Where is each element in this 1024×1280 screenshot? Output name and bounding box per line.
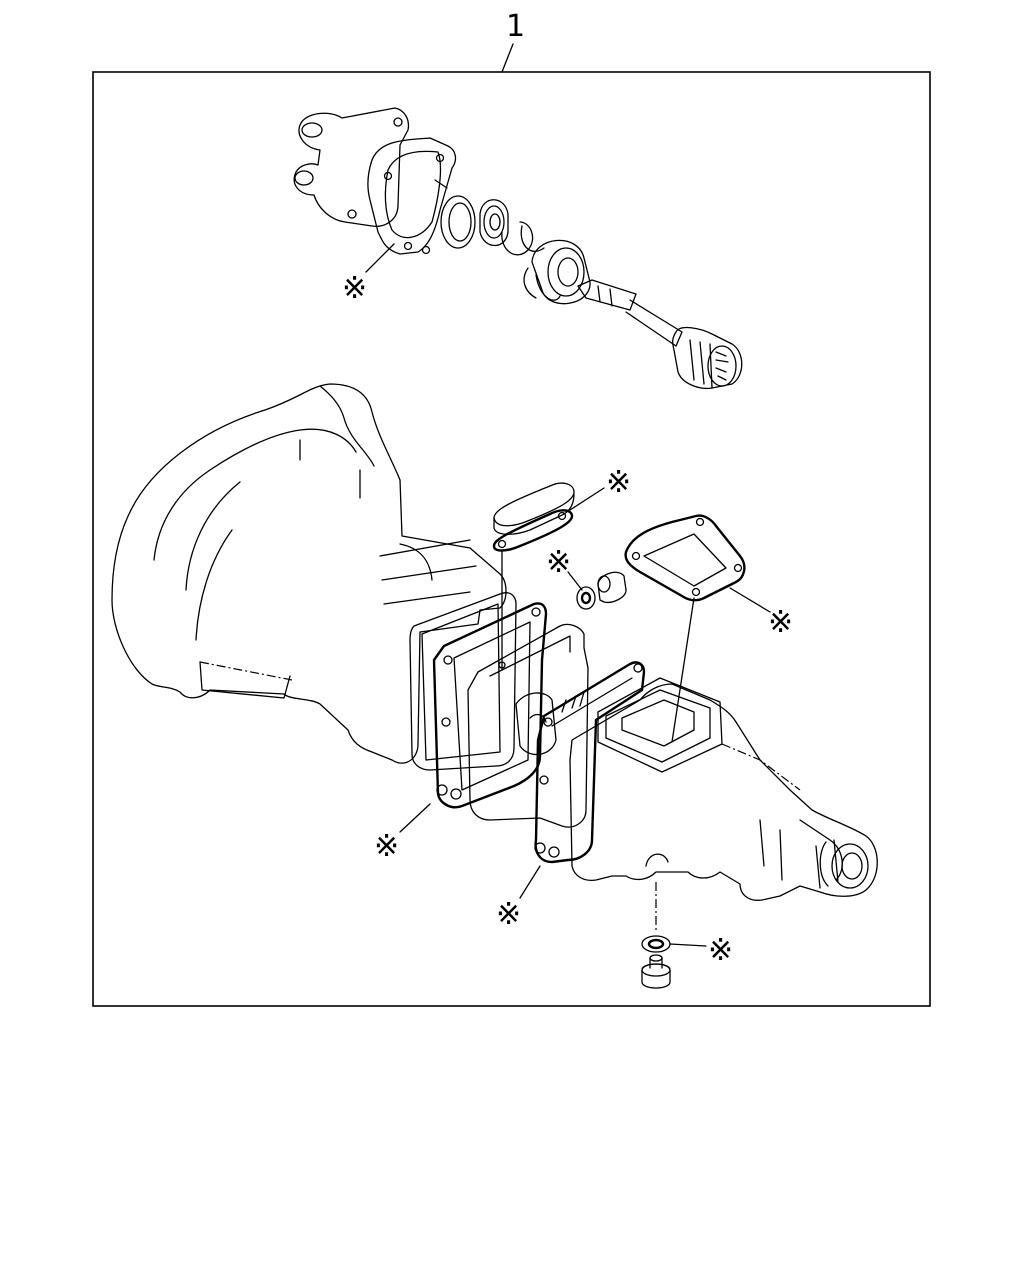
front-housing [293, 107, 410, 227]
input-shaft [577, 279, 743, 390]
shift-rail-gasket [492, 509, 574, 552]
mark-top-cover-gasket: ※ [768, 605, 793, 640]
mark-case-gasket-front: ※ [374, 829, 399, 864]
snap-ring-2 [520, 225, 545, 252]
leader-top-cover [729, 587, 771, 613]
drain-plug-parts [641, 882, 671, 989]
drain-plug-washer [641, 935, 671, 953]
kit-frame [92, 71, 931, 1007]
center-plate [467, 623, 589, 828]
front-bearing [479, 199, 509, 247]
plug-washer-upper [576, 586, 596, 610]
mark-case-gasket-rear: ※ [496, 897, 521, 932]
leader-front-cover [365, 243, 395, 273]
callout-leader [501, 43, 514, 73]
front-housing-assembly [293, 107, 743, 390]
leader-shift-rail [569, 487, 605, 511]
shift-rail-parts [492, 482, 575, 671]
top-cover-gasket-group [624, 514, 746, 743]
upper-plug [597, 571, 627, 604]
leader-case-front [399, 803, 431, 833]
large-bearing [531, 239, 591, 305]
shift-rail-plate [493, 482, 575, 527]
transmission-case [111, 383, 878, 901]
mark-front-cover-gasket: ※ [342, 271, 367, 306]
case-gasket-front [432, 602, 548, 809]
mark-plug-washer-upper: ※ [546, 545, 571, 580]
front-cover-gasket [367, 137, 457, 255]
mark-drain-plug-washer: ※ [708, 933, 733, 968]
leader-upper-washer [567, 571, 583, 591]
leader-case-rear [519, 865, 541, 899]
snap-ring-1 [501, 221, 534, 256]
extension-housing [569, 683, 878, 901]
top-cover-gasket [624, 514, 746, 602]
case-flange-front [409, 592, 517, 771]
callout-number: 1 [506, 9, 525, 44]
upper-plug-parts [576, 571, 627, 610]
seal-ring [440, 195, 476, 249]
leader-drain-washer [669, 943, 707, 947]
case-gasket-rear [534, 661, 646, 864]
bell-housing [111, 383, 507, 764]
mark-shift-rail-gasket: ※ [606, 465, 631, 500]
